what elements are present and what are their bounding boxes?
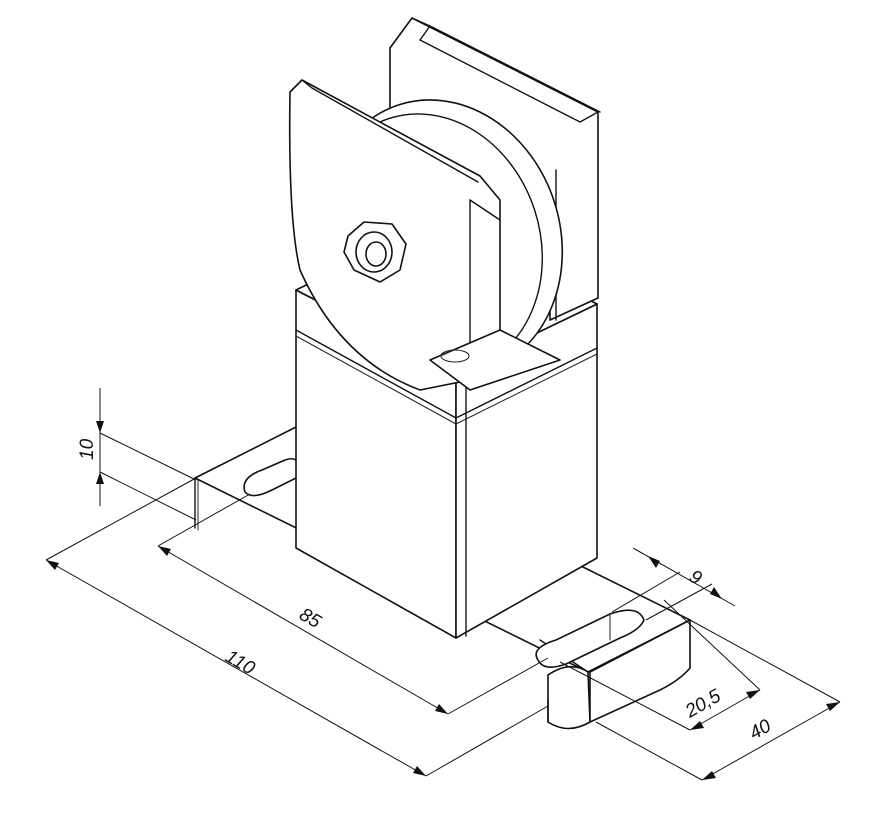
body-chamfer-left xyxy=(295,329,457,419)
front-bracket-fold xyxy=(469,199,501,221)
front-bracket-hole xyxy=(440,349,470,363)
dim-overall-length-label: 110 xyxy=(222,646,259,680)
dim-slot-length-label: 20,5 xyxy=(681,685,725,722)
base-plate-right-face xyxy=(589,619,691,723)
axle-bolt-head xyxy=(365,241,387,267)
front-bracket-tab xyxy=(429,329,561,391)
axle-nut xyxy=(343,221,407,283)
dim-overall-width-label: 40 xyxy=(746,715,775,744)
dim-base-thickness-label: 10 xyxy=(77,438,98,460)
body-chamfer-left-2 xyxy=(295,335,457,425)
body-chamfer-right xyxy=(455,347,598,419)
body-chamfer-right-2 xyxy=(455,353,598,425)
base-plate-front-end xyxy=(547,665,591,730)
dim-base-thickness: 10 xyxy=(77,388,197,521)
dim-slot-width-label: 9 xyxy=(686,566,706,590)
rear-bracket-flange xyxy=(411,17,599,123)
rear-bracket-top-edge xyxy=(429,25,601,113)
slot-front xyxy=(535,609,645,668)
front-bracket-flange xyxy=(301,79,479,183)
